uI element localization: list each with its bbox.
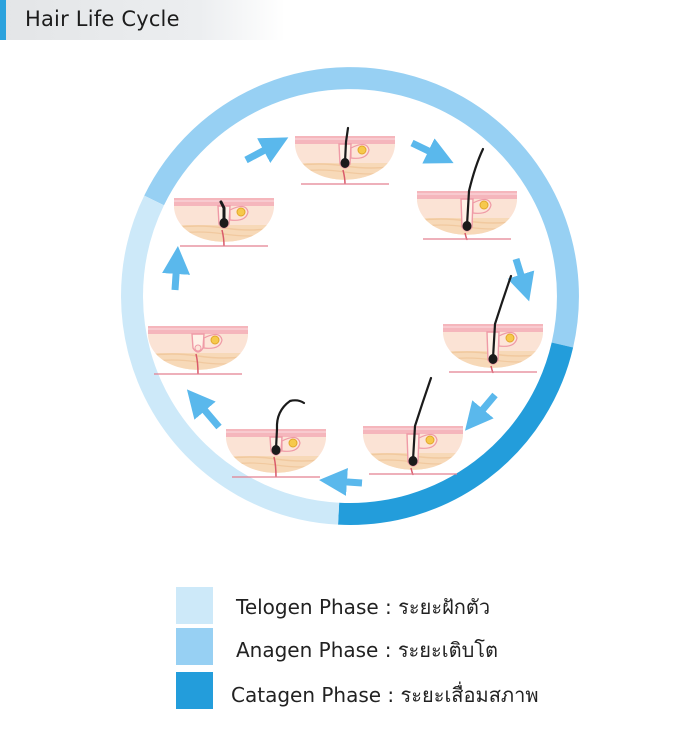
phase-ring [121,67,579,525]
page-title: Hair Life Cycle [25,7,180,31]
follicle-stage-telogen-new [174,198,274,247]
cycle-arrow-6 [186,389,222,430]
legend-swatch-anagen [176,628,213,665]
legend-label-telogen: Telogen Phase : ระยะฝักตัว [236,595,491,619]
follicle-stage-anagen-full [443,274,543,374]
ring-segment-telogen [121,195,340,525]
legend-label-catagen: Catagen Phase : ระยะเสื่อมสภาพ [231,683,539,707]
ring-segment-anagen [144,67,579,348]
cycle-arrows [162,137,535,496]
cycle-arrow-2 [410,138,454,164]
cycle-arrow-3 [507,257,535,302]
cycle-arrow-5 [319,467,363,496]
follicle-stage-catagen-early [363,376,463,476]
cycle-arrow-7 [162,246,191,291]
follicle-stages [148,126,543,478]
legend-swatch-catagen [176,672,213,709]
cycle-arrow-1 [244,137,289,164]
follicle-stage-anagen-growing [417,147,517,241]
title-accent-bar [0,0,6,40]
follicle-stage-telogen [148,326,248,375]
legend-swatch-telogen [176,587,213,624]
title-bar: Hair Life Cycle [0,0,285,40]
legend-label-anagen: Anagen Phase : ระยะเติบโต [236,638,499,662]
ring-segment-catagen [338,342,574,525]
follicle-stage-anagen-early [295,126,395,185]
cycle-arrow-4 [464,392,498,431]
